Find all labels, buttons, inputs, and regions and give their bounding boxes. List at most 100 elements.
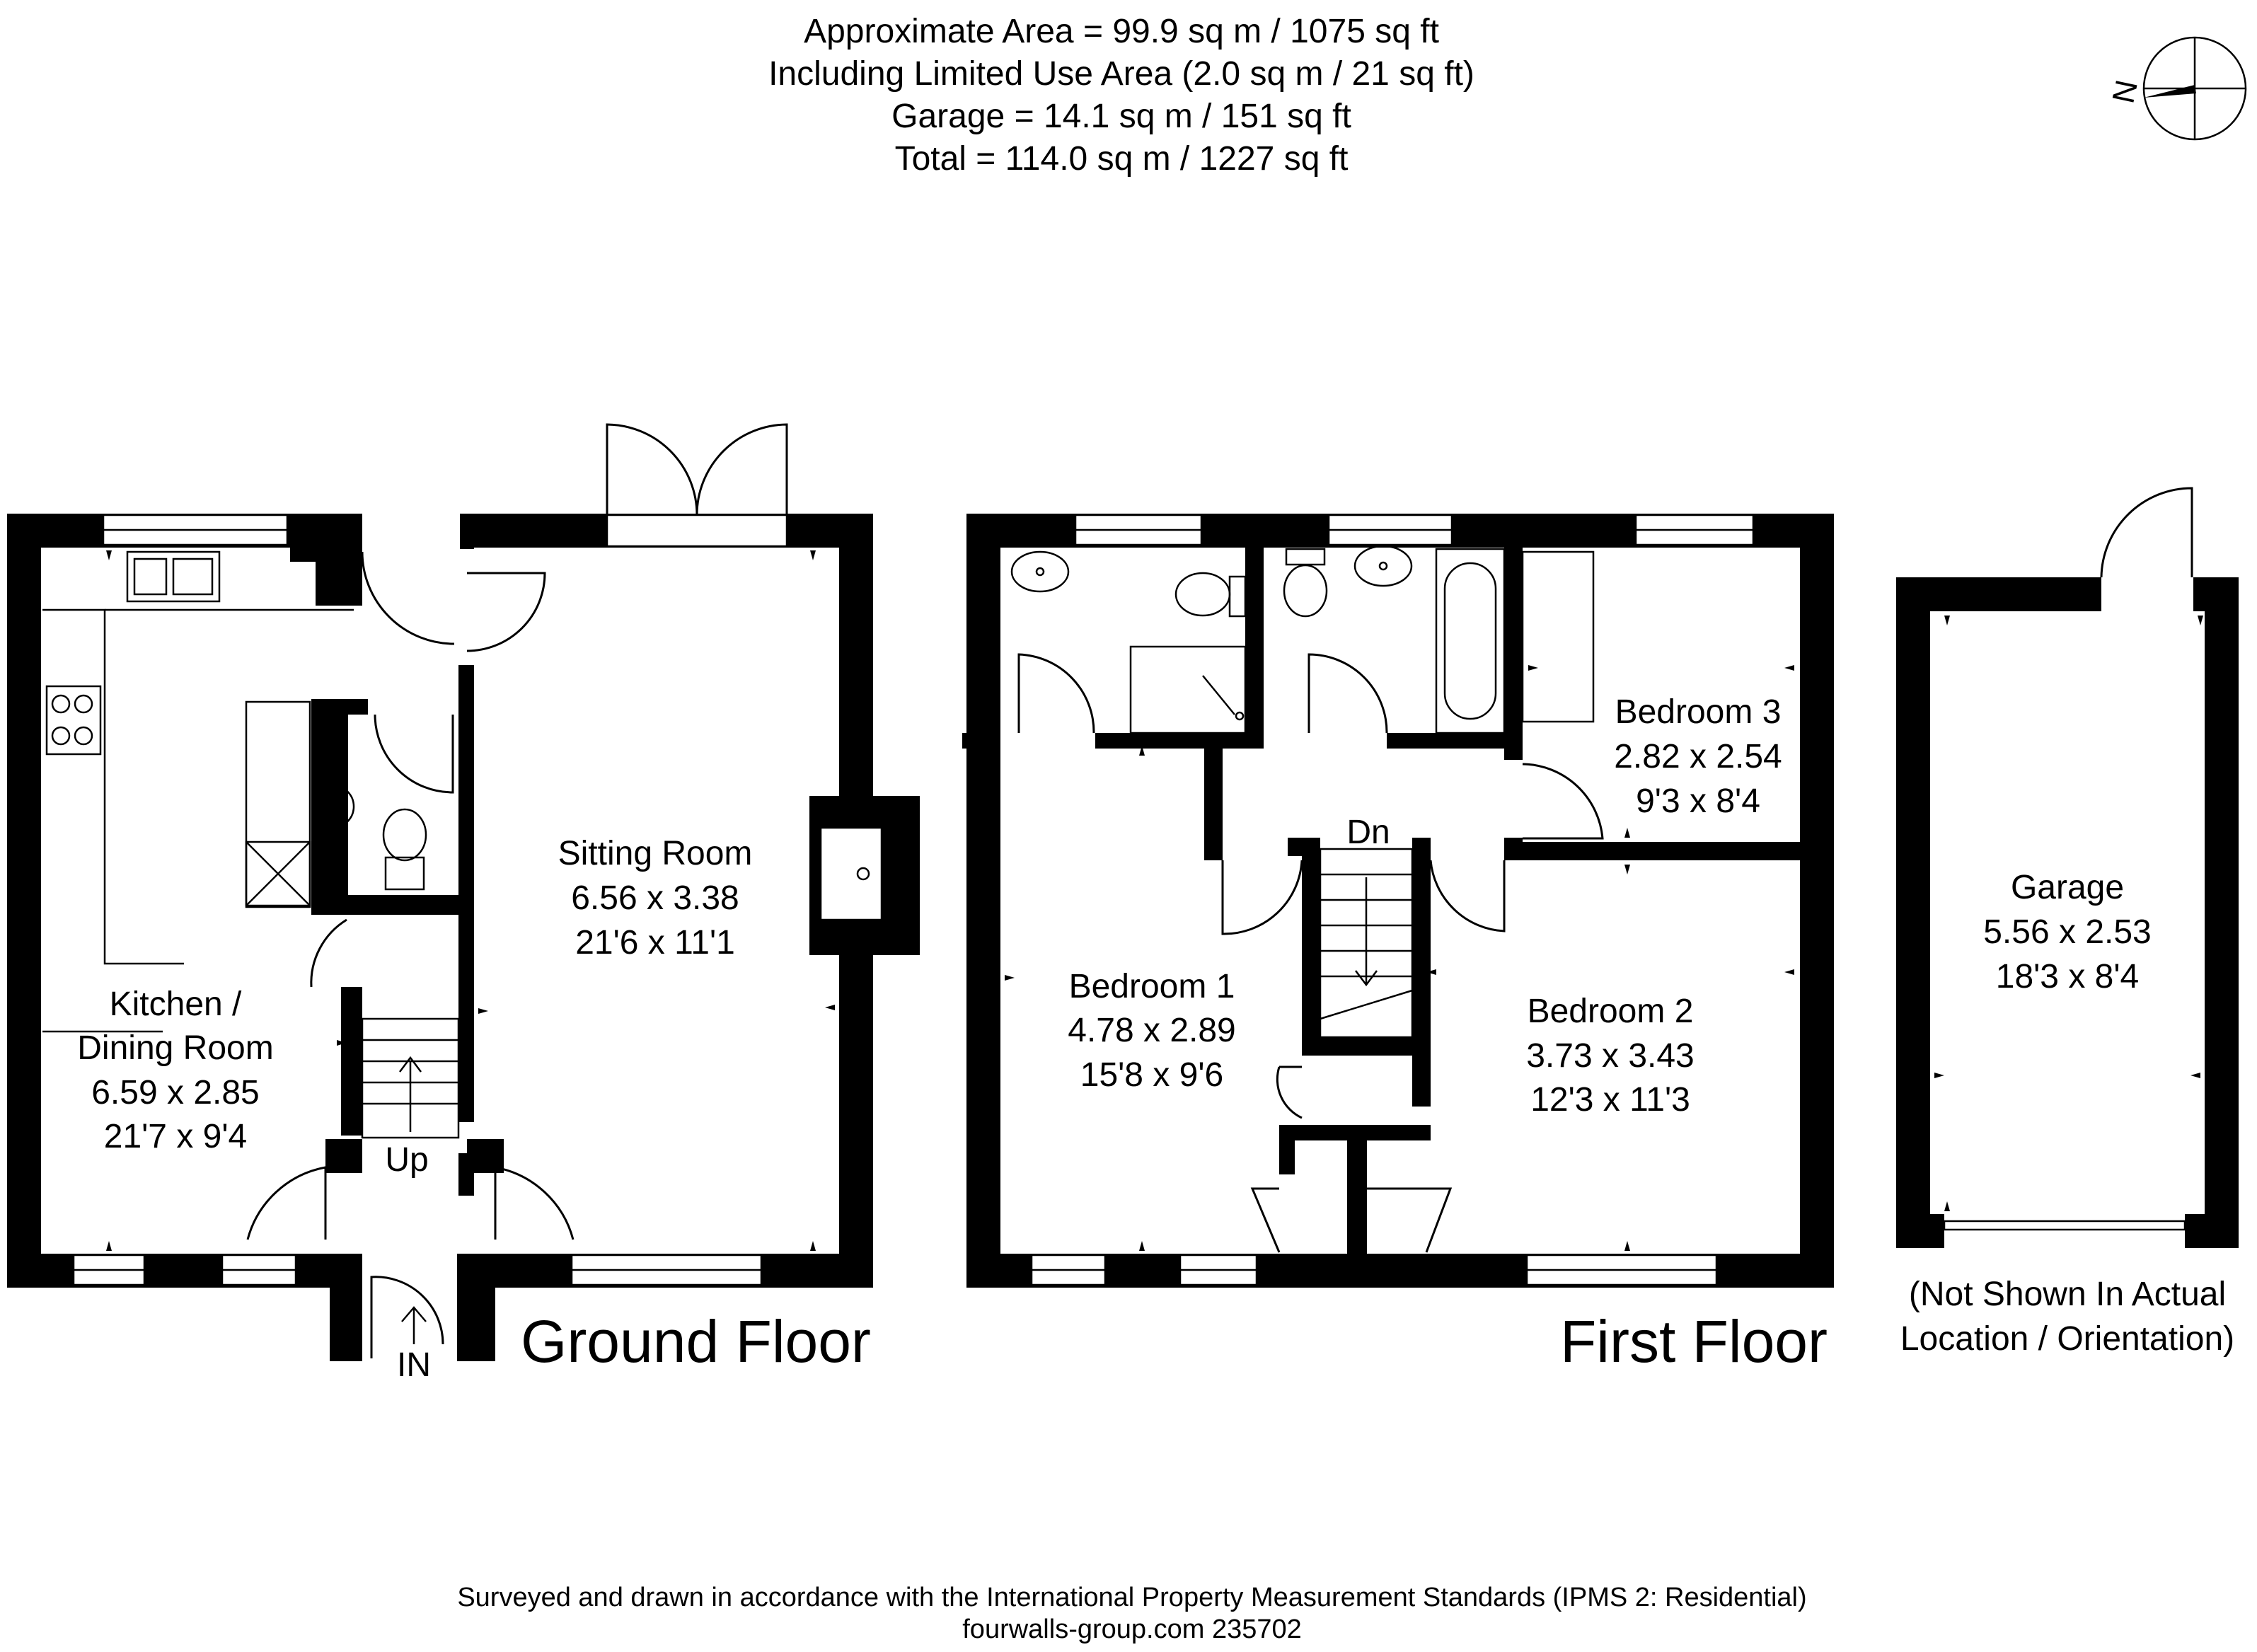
fireplace-icon (819, 826, 883, 921)
garage-door (1943, 1220, 2186, 1231)
room-name-garage: Garage (2011, 869, 2124, 906)
door (1429, 860, 1506, 932)
measure-arrow (810, 1241, 816, 1251)
stairs-icon (1319, 848, 1414, 1039)
wall (1288, 838, 1320, 856)
measure-arrow (1944, 616, 1950, 625)
wall (2185, 1214, 2239, 1248)
measure-arrow (106, 550, 112, 560)
door (1221, 860, 1303, 935)
wall (1347, 1125, 1367, 1254)
door (1308, 653, 1388, 734)
wall (7, 1254, 348, 1288)
door (1017, 653, 1095, 734)
room-name-bedroom-1: Bedroom 1 (1069, 968, 1235, 1005)
kitchen-sink-icon (126, 550, 221, 603)
wall (1367, 1125, 1431, 1140)
wall (1302, 838, 1320, 1043)
measure-arrow (1784, 969, 1794, 975)
footer: Surveyed and drawn in accordance with th… (457, 1583, 1806, 1644)
area-summary: Approximate Area = 99.9 sq m / 1075 sq f… (768, 13, 1474, 178)
measure-arrow (1528, 665, 1538, 671)
measure-arrow (1624, 865, 1630, 874)
compass-north-label: N (2106, 77, 2145, 106)
wall (1504, 548, 1523, 749)
reference-code: fourwalls-group.com 235702 (962, 1615, 1302, 1644)
measure-arrow (1784, 665, 1794, 671)
measure-arrow (106, 1241, 112, 1251)
wall (1896, 577, 2101, 611)
measure-arrow (1426, 969, 1436, 975)
room-size-metric-sitting-room: 6.56 x 3.38 (571, 879, 739, 917)
wall (1279, 1125, 1350, 1140)
room-size-imperial-bedroom-2: 12'3 x 11'3 (1530, 1081, 1690, 1119)
room-size-imperial-kitchen: 21'7 x 9'4 (104, 1118, 247, 1155)
basin-icon (1353, 545, 1413, 587)
area-line-2: Including Limited Use Area (2.0 sq m / 2… (768, 55, 1474, 93)
garage-note-line-2: Location / Orientation) (1900, 1320, 2234, 1358)
wall (1896, 1214, 1944, 1248)
room-size-metric-bedroom-3: 2.82 x 2.54 (1614, 738, 1782, 775)
area-line-4: Total = 114.0 sq m / 1227 sq ft (895, 140, 1349, 178)
room-name-kitchen-2: Dining Room (77, 1029, 273, 1067)
wall (341, 987, 362, 1136)
wall (7, 514, 41, 1286)
cupboard-door (1367, 1187, 1453, 1253)
measure-arrow (1624, 1241, 1630, 1251)
room-size-imperial-bedroom-1: 15'8 x 9'6 (1080, 1056, 1223, 1094)
wall (1800, 514, 1834, 1288)
wall (458, 665, 474, 1122)
room-size-imperial-garage: 18'3 x 8'4 (1996, 958, 2139, 995)
porch-wall (330, 1254, 362, 1361)
wall (311, 699, 368, 715)
basin-icon (331, 784, 355, 829)
survey-statement: Surveyed and drawn in accordance with th… (457, 1583, 1806, 1612)
bath-icon (1435, 548, 1506, 734)
measure-arrow (1139, 1241, 1145, 1251)
room-size-imperial-bedroom-3: 9'3 x 8'4 (1636, 782, 1760, 820)
kitchen-units (245, 700, 311, 908)
wall (1245, 548, 1264, 749)
garage-note-line-1: (Not Shown In Actual (1909, 1276, 2226, 1313)
area-line-3: Garage = 14.1 sq m / 151 sq ft (891, 98, 1351, 135)
appliance-icon (245, 841, 311, 907)
toilet-icon (1283, 548, 1328, 618)
entrance-arrow-icon (401, 1306, 427, 1344)
shower-tray-icon (1129, 645, 1247, 734)
room-name-bedroom-2: Bedroom 2 (1528, 993, 1694, 1030)
stairs-down-label: Dn (1346, 814, 1390, 851)
room-name-bedroom-3: Bedroom 3 (1615, 693, 1782, 731)
wall (1504, 732, 1523, 760)
area-line-1: Approximate Area = 99.9 sq m / 1075 sq f… (804, 13, 1439, 50)
cupboard-door (1276, 1065, 1303, 1119)
wall (316, 514, 362, 606)
room-size-metric-garage: 5.56 x 2.53 (1983, 913, 2152, 951)
wall (325, 1139, 362, 1173)
first-floor-plan: Bedroom 1 4.78 x 2.89 15'8 x 9'6 Bedroom… (962, 514, 1834, 1375)
measure-arrow (337, 1040, 347, 1046)
room-size-metric-bedroom-1: 4.78 x 2.89 (1068, 1012, 1236, 1049)
wall (460, 514, 474, 549)
ground-floor-plan: Kitchen / Dining Room 6.59 x 2.85 21'7 x… (7, 423, 920, 1384)
wall (1204, 733, 1223, 860)
stairs-up-label: Up (385, 1141, 428, 1179)
measure-arrow (478, 1008, 488, 1014)
measure-arrow (810, 550, 816, 560)
wall (1387, 733, 1523, 749)
wall (2205, 577, 2239, 1245)
measure-arrow (1005, 975, 1015, 981)
measure-arrow (825, 1005, 835, 1010)
garage-plan: Garage 5.56 x 2.53 18'3 x 8'4 (Not Shown… (1896, 487, 2239, 1358)
room-size-imperial-sitting-room: 21'6 x 11'1 (575, 924, 735, 961)
measure-arrow (1934, 1073, 1944, 1078)
ground-floor-title: Ground Floor (521, 1308, 871, 1375)
cupboard-door (1250, 1187, 1281, 1253)
measure-arrow (1139, 746, 1145, 756)
hob-icon (45, 685, 102, 756)
room-size-metric-bedroom-2: 3.73 x 3.43 (1526, 1037, 1695, 1075)
basin-icon (1010, 550, 1070, 593)
first-floor-title: First Floor (1560, 1308, 1828, 1375)
measure-arrow (1944, 1201, 1950, 1211)
wall (962, 733, 1000, 749)
